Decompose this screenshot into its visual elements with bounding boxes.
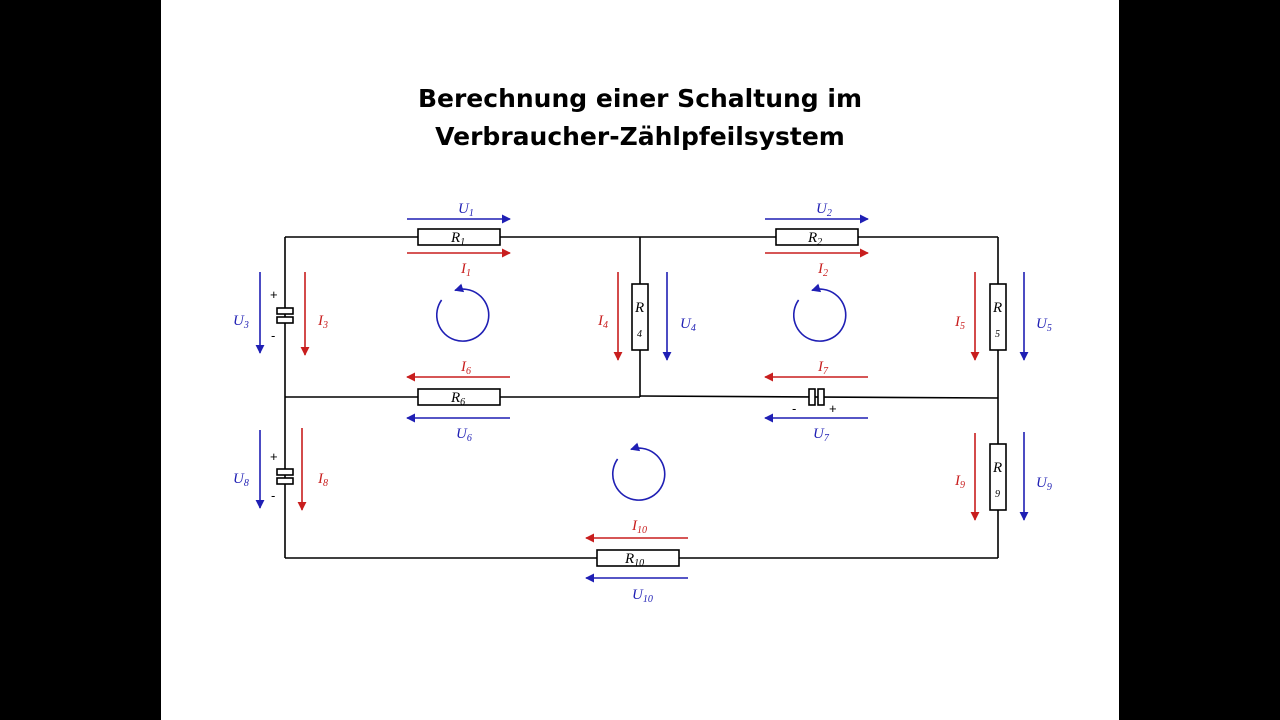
source-u8-bottom-plate [276,477,294,485]
voltage-sources [276,307,825,485]
resistor-r5 [989,283,1007,351]
source-u7-plus: + [829,401,837,416]
label-u8: U8 [233,471,249,489]
source-u8-plus: + [270,449,278,464]
label-i6: I6 [460,359,471,377]
label-u5: U5 [1036,316,1052,334]
source-u7-right-plate [817,388,825,406]
source-u7-left-plate [808,388,816,406]
source-u3-bottom-plate [276,316,294,324]
mesh-arrow-right [792,283,847,342]
resistor-r10 [596,549,680,567]
label-i8: I8 [317,471,328,489]
label-i3: I3 [317,313,328,331]
label-u9: U9 [1036,475,1052,493]
source-u3-plus: + [270,287,278,302]
source-u3-minus: - [271,328,275,343]
mesh-arrows [435,283,847,501]
label-r5-main: R [992,300,1002,316]
label-u1: U1 [458,201,474,219]
source-u8-top-plate [276,468,294,476]
label-i9: I9 [954,473,965,491]
label-i10: I10 [631,518,647,536]
label-r2: R2 [807,230,822,248]
label-u4: U4 [680,316,696,334]
label-u2: U2 [816,201,832,219]
resistor-r6 [417,388,501,406]
title-line-1: Berechnung einer Schaltung im [417,84,863,113]
source-u7-minus: - [792,401,796,416]
resistor-r4 [631,283,649,351]
label-u6: U6 [456,426,472,444]
voltage-arrows [255,214,1029,583]
title-line-2: Verbraucher-Zählpfeilsystem [435,122,845,151]
mesh-arrow-left [435,283,490,342]
slide-title: Berechnung einer Schaltung im Verbrauche… [161,80,1119,156]
source-u3-top-plate [276,307,294,315]
label-i4: I4 [597,313,608,331]
resistor-r2 [775,228,859,246]
resistor-r1 [417,228,501,246]
label-r9-main: R [992,460,1002,476]
label-u10: U10 [632,587,653,605]
label-r4-main: R [634,300,644,316]
label-i1: I1 [460,261,471,279]
current-arrows [297,248,980,543]
label-i2: I2 [817,261,828,279]
label-u7: U7 [813,426,830,444]
label-i7: I7 [817,359,829,377]
mesh-arrow-bottom [611,442,666,501]
label-r1: R1 [450,230,465,248]
source-u8-minus: - [271,488,275,503]
label-r6: R6 [450,390,465,408]
label-u3: U3 [233,313,249,331]
label-r5-sub: 5 [995,329,1000,340]
label-r9-sub: 9 [995,489,1000,500]
label-i5: I5 [954,314,965,332]
label-r4-sub: 4 [637,329,642,340]
label-r10: R10 [624,551,644,569]
resistors [417,228,1007,567]
resistor-r9 [989,443,1007,511]
